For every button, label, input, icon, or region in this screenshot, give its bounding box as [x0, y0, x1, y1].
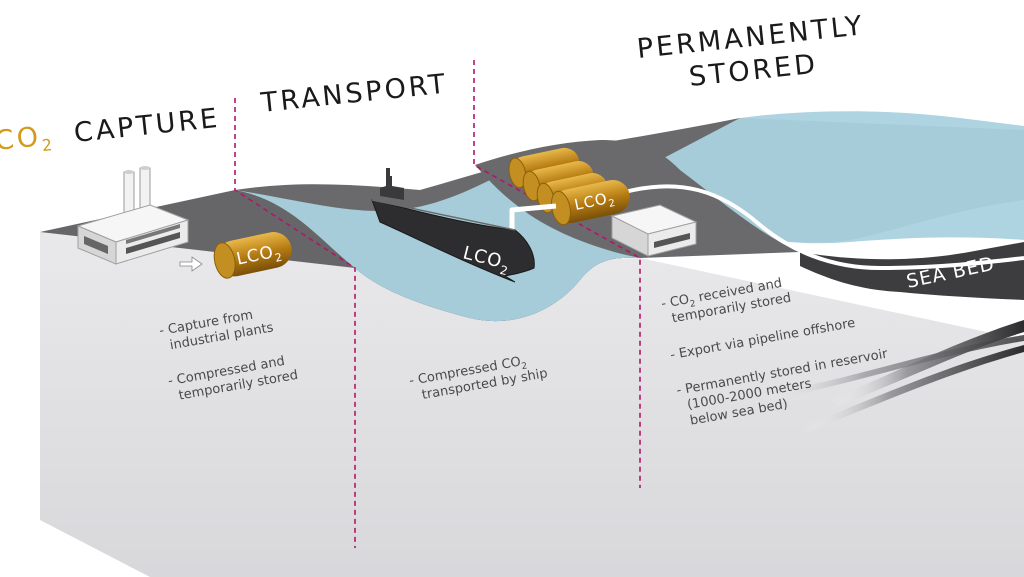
offshore-pipeline [624, 184, 1024, 271]
divider-capture-transport [234, 98, 356, 548]
seabed-slab [800, 242, 1024, 300]
capture-lco2-tank: LCO2 [213, 232, 292, 279]
reservoir-layer-1 [830, 320, 1024, 406]
block-front-face [40, 232, 1024, 577]
storage-tank-front: LCO2 [550, 180, 630, 226]
lco2-ship-icon: LCO2 [371, 168, 535, 283]
transport-heading: TRANSPORT [258, 69, 449, 120]
capture-heading: CAPTURE [72, 103, 221, 149]
storage-lco2-tanks: LCO2 [508, 147, 630, 226]
factory-icon [76, 166, 190, 265]
reservoir-layer-2 [800, 345, 1024, 432]
ground-block [40, 111, 1024, 577]
loading-pipe [509, 203, 557, 232]
co2-heading: CO2 [0, 120, 56, 160]
reservoir-layer-3 [760, 335, 1024, 400]
terminal-building-icon [610, 204, 698, 257]
arrow-icon [179, 256, 203, 272]
